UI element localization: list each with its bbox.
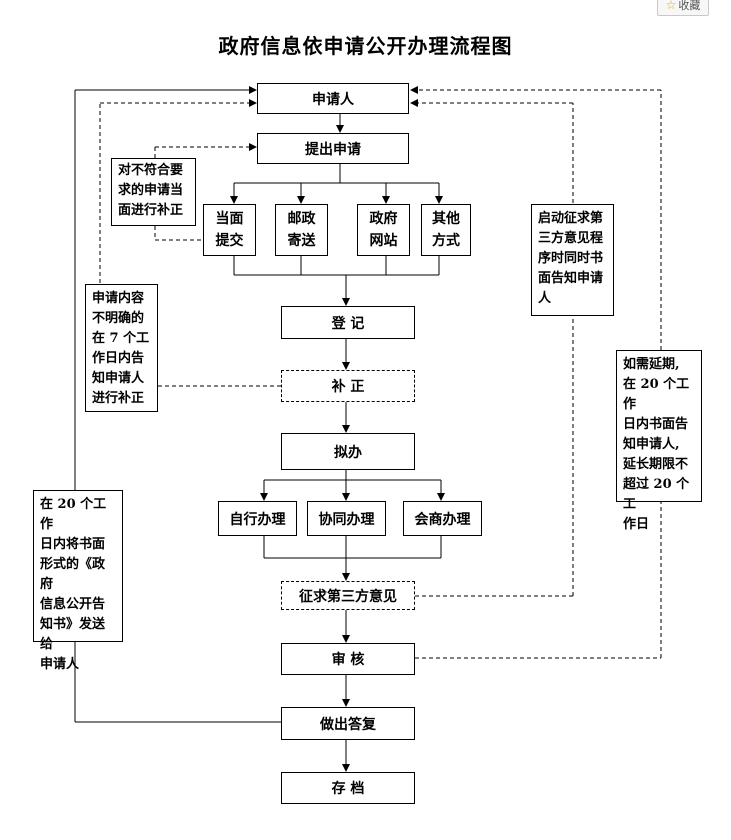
star-icon: ☆: [665, 0, 677, 12]
channel-post: 邮政 寄送: [275, 204, 328, 256]
note-written-reply: 在 20 个工作 日内将书面 形式的《政府 信息公开告 知书》发送给 申请人: [33, 490, 123, 672]
channel-post-line2: 寄送: [287, 233, 316, 249]
node-third-party-label: 征求第三方意见: [299, 588, 397, 605]
node-reply-label: 做出答复: [320, 716, 376, 733]
node-draft-label: 拟办: [334, 444, 362, 461]
node-review-label: 审 核: [331, 652, 365, 668]
channel-other-line2: 方式: [432, 233, 460, 249]
node-supplement: 补 正: [281, 370, 415, 402]
node-self-handle-label: 自行办理: [229, 511, 286, 528]
channel-other: 其他 方式: [421, 204, 471, 256]
node-co-handle-label: 协同办理: [318, 511, 375, 528]
note-unclear: 申请内容 不明确的 在 7 个工 作日内告 知申请人 进行补正: [85, 284, 158, 412]
channel-website: 政府 网站: [357, 204, 410, 256]
channel-in-person-line2: 提交: [215, 233, 244, 249]
note-extension: 如需延期, 在 20 个工作 日内书面告 知申请人, 延长期限不 超过 20 个…: [616, 350, 702, 532]
channel-website-line2: 网站: [369, 233, 398, 249]
node-consult-label: 会商办理: [414, 511, 471, 528]
favorite-button[interactable]: ☆ 收藏: [657, 0, 709, 16]
node-co-handle: 协同办理: [307, 501, 386, 536]
channel-post-line1: 邮政: [287, 211, 316, 227]
node-submit-label: 提出申请: [305, 141, 361, 158]
node-draft: 拟办: [281, 433, 415, 470]
node-third-party: 征求第三方意见: [281, 581, 415, 610]
node-supplement-label: 补 正: [331, 379, 365, 395]
node-review: 审 核: [281, 643, 415, 675]
node-applicant-label: 申请人: [312, 91, 354, 108]
page-title: 政府信息依申请公开办理流程图: [218, 34, 513, 58]
favorite-label: 收藏: [678, 0, 701, 12]
node-applicant: 申请人: [257, 83, 409, 114]
channel-in-person-line1: 当面: [215, 211, 244, 227]
note-non-compliant: 对不符合要 求的申请当 面进行补正: [111, 158, 196, 226]
note-third-party-notice: 启动征求第 三方意见程 序时同时书 面告知申请 人: [531, 204, 614, 316]
channel-other-line1: 其他: [432, 211, 460, 227]
channel-website-line1: 政府: [369, 211, 398, 227]
node-submit: 提出申请: [257, 133, 409, 164]
node-consult: 会商办理: [403, 501, 482, 536]
node-self-handle: 自行办理: [218, 501, 297, 536]
node-register-label: 登 记: [331, 315, 365, 332]
node-archive: 存 档: [281, 772, 415, 804]
node-archive-label: 存 档: [331, 781, 365, 797]
node-register: 登 记: [281, 306, 415, 339]
node-reply: 做出答复: [281, 707, 415, 740]
channel-in-person: 当面 提交: [203, 204, 256, 256]
